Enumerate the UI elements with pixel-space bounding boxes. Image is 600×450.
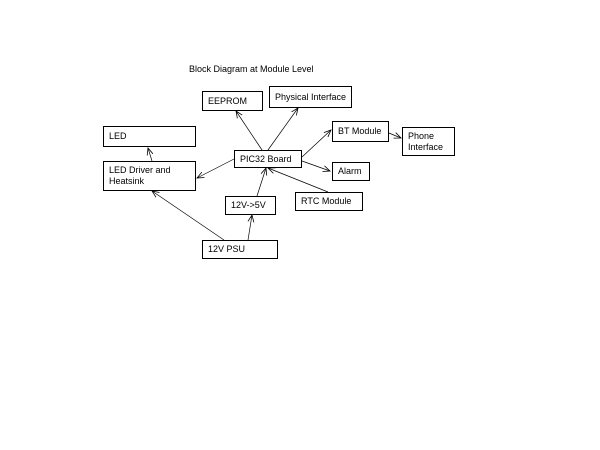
- connector-psu-to-led-driver: [152, 191, 225, 241]
- connector-rtc-to-pic32: [268, 168, 329, 193]
- led-label: LED: [109, 131, 127, 141]
- phone-interface-label-line1: Phone: [408, 130, 435, 141]
- connector-led-driver-to-led: [148, 148, 152, 162]
- led-driver-label-line1: LED Driver and: [109, 165, 171, 175]
- pic32-board-block: PIC32 Board: [234, 150, 302, 168]
- connector-pic32-to-bt-module: [301, 130, 331, 158]
- phone-interface-label: Phone Interface: [408, 131, 443, 153]
- bt-module-block: BT Module: [332, 121, 389, 142]
- connector-psu-to-converter: [248, 215, 252, 241]
- connector-pic32-to-led-driver: [197, 158, 235, 178]
- led-block: LED: [103, 126, 196, 147]
- phone-interface-block: Phone Interface: [402, 127, 455, 156]
- physical-interface-block: Physical Interface: [269, 86, 352, 108]
- connector-converter-to-pic32: [256, 168, 266, 197]
- physical-interface-label: Physical Interface: [275, 91, 347, 102]
- rtc-module-block: RTC Module: [295, 192, 363, 211]
- rtc-module-label: RTC Module: [301, 196, 352, 206]
- eeprom-label: EEPROM: [208, 95, 248, 106]
- alarm-block: Alarm: [332, 162, 370, 181]
- led-driver-label: LED Driver and Heatsink: [109, 165, 171, 187]
- eeprom-block: EEPROM: [202, 91, 263, 111]
- connector-pic32-to-physical-interface: [267, 108, 298, 151]
- diagram-title: Block Diagram at Module Level: [189, 64, 314, 74]
- connector-pic32-to-alarm: [301, 160, 330, 171]
- alarm-label: Alarm: [338, 166, 362, 176]
- pic32-board-label: PIC32 Board: [240, 153, 292, 164]
- led-driver-label-line2: Heatsink: [109, 176, 145, 186]
- psu-12v-block: 12V PSU: [202, 240, 278, 259]
- psu-12v-label: 12V PSU: [208, 244, 246, 254]
- converter-12v-5v-label: 12V->5V: [231, 200, 266, 210]
- connector-pic32-to-eeprom: [236, 111, 263, 151]
- phone-interface-label-line2: Interface: [408, 141, 444, 152]
- converter-12v-5v-block: 12V->5V: [225, 196, 276, 215]
- bt-module-label: BT Module: [338, 126, 382, 136]
- led-driver-block: LED Driver and Heatsink: [103, 161, 196, 191]
